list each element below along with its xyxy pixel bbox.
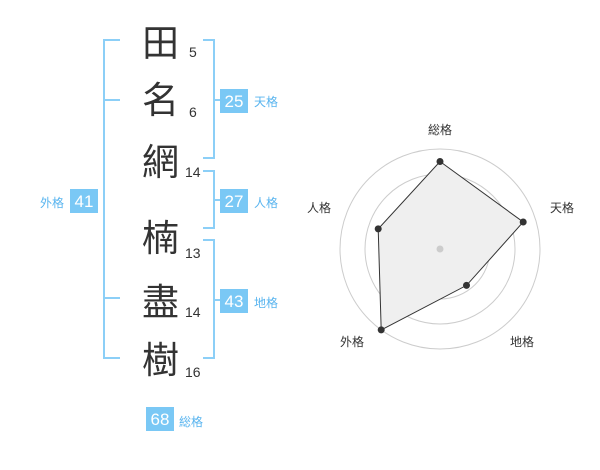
radar-point-4 — [377, 326, 385, 334]
radar-point-2 — [519, 218, 527, 226]
name-breakdown: 田 5 名 6 網 14 楠 13 盡 14 樹 16 41 外格 25 天格 … — [40, 22, 278, 431]
chikaku-badge — [220, 289, 248, 313]
gaikaku-badge — [70, 189, 98, 213]
chikaku-bracket — [203, 239, 220, 359]
stroke-count-4: 13 — [185, 245, 201, 261]
stroke-count-1: 5 — [189, 44, 197, 60]
gaikaku-value: 41 — [75, 192, 94, 211]
stroke-count-2: 6 — [189, 104, 197, 120]
tenkaku-value: 25 — [225, 92, 244, 111]
jinkaku-value: 27 — [225, 192, 244, 211]
radar-label-tenkaku: 天格 — [550, 200, 574, 215]
jinkaku-label: 人格 — [254, 195, 278, 210]
radar-points — [374, 158, 527, 334]
jinkaku-bracket — [203, 170, 220, 229]
name-char-6: 樹 — [142, 339, 179, 382]
soukaku-badge — [146, 407, 174, 431]
radar-ring-4 — [339, 148, 541, 350]
chikaku-value: 43 — [225, 292, 244, 311]
soukaku-value: 68 — [151, 410, 170, 429]
tenkaku-label: 天格 — [254, 94, 278, 109]
radar-label-chikaku: 地格 — [510, 334, 534, 349]
name-char-4: 楠 — [142, 217, 179, 260]
radar-label-soukaku: 総格 — [428, 122, 452, 137]
name-char-5: 盡 — [142, 281, 179, 324]
gaikaku-label: 外格 — [40, 195, 64, 210]
name-char-1: 田 — [142, 22, 179, 65]
jinkaku-badge — [220, 189, 248, 213]
name-char-2: 名 — [142, 79, 179, 122]
radar-point-3 — [463, 281, 470, 289]
radar-area — [377, 160, 524, 331]
stroke-count-5: 14 — [185, 304, 201, 320]
gaikaku-bracket — [103, 39, 120, 359]
name-char-3: 網 — [142, 141, 179, 184]
stroke-count-3: 14 — [185, 164, 201, 180]
radar-point-1 — [436, 158, 444, 165]
tenkaku-bracket — [203, 39, 220, 159]
radar-chart: 総格 天格 地格 外格 人格 — [307, 122, 574, 350]
tenkaku-badge — [220, 89, 248, 113]
soukaku-label: 総格 — [179, 414, 203, 429]
radar-label-jinkaku: 人格 — [307, 200, 331, 215]
radar-label-gaikaku: 外格 — [340, 334, 364, 349]
stroke-count-6: 16 — [185, 364, 201, 380]
chikaku-label: 地格 — [254, 295, 278, 310]
radar-center-dot — [436, 245, 444, 253]
radar-point-5 — [374, 225, 382, 233]
